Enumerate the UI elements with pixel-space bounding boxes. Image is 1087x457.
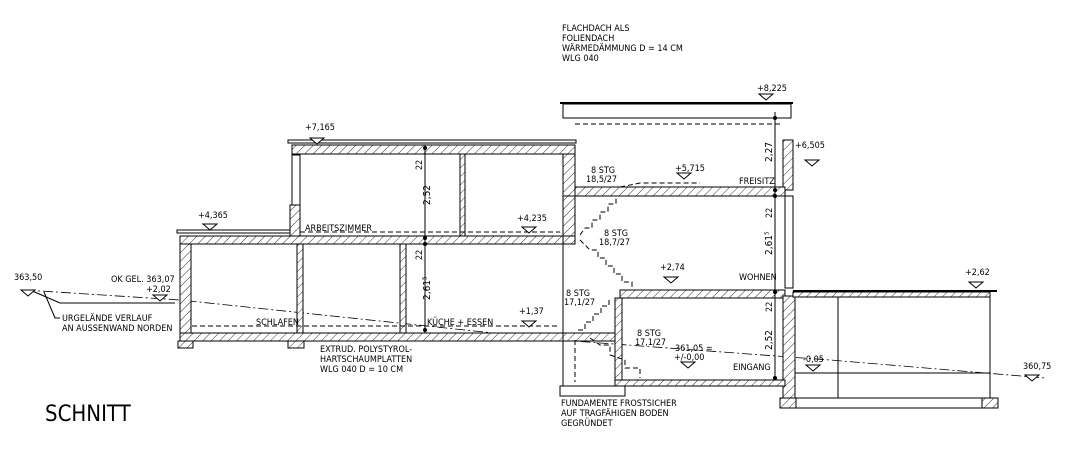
stair-labels: 8 STG 18,5/27 8 STG 18,7/27 8 STG 17,1/2… bbox=[564, 166, 666, 348]
note-line: WLG 040 bbox=[562, 54, 599, 64]
stair-label: 18,5/27 bbox=[586, 175, 617, 185]
dim-text: 2,27 bbox=[764, 142, 775, 162]
note-line: WLG 040 D = 10 CM bbox=[320, 365, 403, 375]
dim-text: 22 bbox=[765, 302, 775, 312]
dim-text: 22 bbox=[415, 250, 425, 260]
terrain-line-left bbox=[29, 289, 61, 304]
level-roof-left: +4,365 bbox=[198, 211, 228, 221]
drawing-title: SCHNITT bbox=[45, 402, 132, 427]
stair-upper bbox=[579, 196, 617, 236]
level-ok-gel-rel: +2,02 bbox=[146, 285, 171, 295]
stair-lower bbox=[578, 298, 610, 331]
dim-text: 2,52 bbox=[422, 185, 433, 205]
level-roof-mid: +7,165 bbox=[305, 123, 335, 133]
note-line: FLACHDACH ALS bbox=[562, 24, 629, 34]
stair-label: 8 STG bbox=[604, 229, 628, 239]
level-parapet: +6,505 bbox=[795, 141, 825, 151]
room-labels: ARBEITSZIMMER SCHLAFEN KÜCHE + ESSEN WOH… bbox=[256, 177, 777, 373]
room-wohnen: WOHNEN bbox=[739, 273, 777, 283]
stair-label: 8 STG bbox=[566, 289, 590, 299]
note-line: EXTRUD. POLYSTYROL- bbox=[320, 345, 412, 355]
level-eingang: -0,05 bbox=[803, 355, 824, 365]
level-wohnen: +2,74 bbox=[660, 263, 685, 273]
stair-entry bbox=[589, 337, 641, 378]
stair-label: 17,1/27 bbox=[564, 298, 595, 308]
note-insulation: EXTRUD. POLYSTYROL- HARTSCHAUMPLATTEN WL… bbox=[320, 345, 412, 375]
level-freisitz: +5,715 bbox=[675, 164, 705, 174]
room-schlafen: SCHLAFEN bbox=[256, 318, 299, 328]
level-terrain-right: 360,75 bbox=[1023, 362, 1051, 372]
note-terrain: URGELÄNDE VERLAUF AN AUSSENWAND NORDEN bbox=[43, 291, 172, 334]
left-building bbox=[176, 139, 616, 349]
dim-text: 22 bbox=[415, 160, 425, 170]
level-roof-right: +8,225 bbox=[757, 84, 787, 94]
dim-text: 2,52 bbox=[764, 330, 775, 350]
room-freisitz: FREISITZ bbox=[739, 177, 775, 187]
stair-freisitz bbox=[580, 182, 700, 188]
room-kueche: KÜCHE + ESSEN bbox=[427, 317, 493, 328]
level-zero-rel: +/-0,00 bbox=[674, 353, 704, 363]
stair-label: 8 STG bbox=[591, 166, 615, 176]
note-line: FUNDAMENTE FROSTSICHER bbox=[561, 399, 677, 409]
note-line: AN AUSSENWAND NORDEN bbox=[62, 324, 172, 334]
room-eingang: EINGANG bbox=[733, 363, 771, 373]
level-kueche: +1,37 bbox=[519, 307, 544, 317]
level-garage: +2,62 bbox=[965, 268, 990, 278]
dim-text: 22 bbox=[765, 208, 775, 218]
level-terrain-left: 363,50 bbox=[14, 273, 42, 283]
note-line: HARTSCHAUMPLATTEN bbox=[320, 355, 412, 365]
note-line: GEGRÜNDET bbox=[561, 418, 613, 429]
room-arbeitszimmer: ARBEITSZIMMER bbox=[305, 224, 372, 234]
note-foundation: FUNDAMENTE FROSTSICHER AUF TRAGFÄHIGEN B… bbox=[561, 399, 677, 429]
note-line: FOLIENDACH bbox=[562, 34, 614, 44]
level-zero: 361,05 = bbox=[675, 344, 713, 354]
stair-label: 18,7/27 bbox=[599, 238, 630, 248]
dimension-chains: 22 2,52 22 2,61⁵ 2,27 22 2,61⁵ 22 2,52 bbox=[415, 112, 777, 380]
terrain-line bbox=[24, 289, 1046, 379]
stair-middle bbox=[579, 239, 633, 290]
stair-label: 17,1/27 bbox=[635, 338, 666, 348]
garage bbox=[779, 290, 999, 409]
level-markers: +8,225 +7,165 +6,505 +5,715 +4,365 +4,23… bbox=[14, 84, 1051, 382]
note-line: URGELÄNDE VERLAUF bbox=[62, 313, 153, 324]
dim-text: 2,61⁵ bbox=[422, 276, 433, 300]
right-building bbox=[559, 102, 796, 409]
level-upper: +4,235 bbox=[517, 214, 547, 224]
note-roof: FLACHDACH ALS FOLIENDACH WÄRMEDÄMMUNG D … bbox=[562, 24, 683, 64]
level-ok-gel: OK GEL. 363,07 bbox=[111, 275, 175, 285]
note-line: WÄRMEDÄMMUNG D = 14 CM bbox=[562, 43, 683, 54]
note-line: AUF TRAGFÄHIGEN BODEN bbox=[561, 408, 669, 419]
stair-label: 8 STG bbox=[637, 329, 661, 339]
dim-text: 2,61⁵ bbox=[764, 231, 775, 255]
